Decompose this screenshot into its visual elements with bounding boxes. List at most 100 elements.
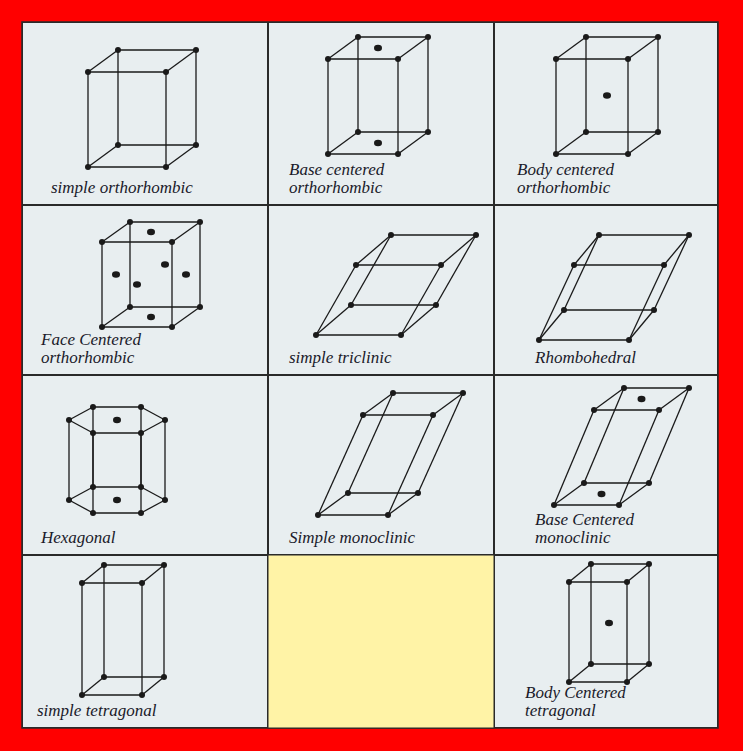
lattice-edge xyxy=(69,420,93,433)
lattice-point xyxy=(566,579,572,585)
lattice-point xyxy=(99,239,105,245)
lattice-point xyxy=(115,142,121,148)
lattice-point xyxy=(398,332,404,338)
lattice-edge xyxy=(328,132,358,154)
lattice-edge xyxy=(141,583,142,695)
lattice-drawing xyxy=(85,47,199,170)
lattice-point xyxy=(551,502,557,508)
lattice-edge xyxy=(591,563,649,564)
lattice-edge xyxy=(318,415,363,515)
lattice-point xyxy=(425,34,431,40)
lattice-edge xyxy=(164,420,165,500)
lattice-edge xyxy=(318,514,388,515)
lattice-edge xyxy=(556,132,586,154)
lattice-edge xyxy=(69,487,93,500)
lattice-cell: Simple monoclinic xyxy=(268,375,494,555)
lattice-label: simple tetragonal xyxy=(37,702,156,721)
lattice-edge xyxy=(436,235,476,305)
lattice-edge xyxy=(93,512,141,513)
lattice-point xyxy=(655,129,661,135)
lattice-label: Face Centered orthorhombic xyxy=(41,331,231,368)
lattice-edge xyxy=(569,581,627,582)
lattice-edge xyxy=(141,407,165,420)
lattice-edge xyxy=(648,564,649,664)
lattice-edge xyxy=(356,235,391,265)
lattice-edge xyxy=(328,58,398,59)
lattice-drawing xyxy=(553,34,661,157)
lattice-point xyxy=(460,390,466,396)
lattice-point xyxy=(99,324,105,330)
lattice-edge xyxy=(654,235,689,310)
lattice-cell: Face Centered orthorhombic xyxy=(22,205,268,375)
lattice-label: Body centered orthorhombic xyxy=(517,161,677,198)
centering-point xyxy=(147,229,155,236)
lattice-point xyxy=(561,307,567,313)
lattice-point xyxy=(79,692,85,698)
lattice-label: Hexagonal xyxy=(41,529,116,548)
lattice-edge xyxy=(142,677,164,695)
centering-point xyxy=(598,491,606,498)
lattice-point xyxy=(395,56,401,62)
lattice-point xyxy=(345,490,351,496)
lattice-point xyxy=(79,580,85,586)
lattice-edge xyxy=(140,407,141,487)
lattice-cell: Body Centered tetragonal xyxy=(494,555,718,728)
lattice-point xyxy=(348,302,354,308)
lattice-edge xyxy=(103,565,104,677)
lattice-point xyxy=(163,164,169,170)
lattice-edge xyxy=(539,265,574,340)
lattice-point xyxy=(473,232,479,238)
lattice-cell: Body centered orthorhombic xyxy=(494,22,718,205)
lattice-edge xyxy=(555,59,556,154)
lattice-point xyxy=(581,480,587,486)
lattice-edge xyxy=(93,432,141,433)
lattice-point xyxy=(388,232,394,238)
lattice-edge xyxy=(629,265,664,340)
centering-point xyxy=(147,314,155,321)
lattice-point xyxy=(360,412,366,418)
lattice-point xyxy=(138,484,144,490)
lattice-drawing xyxy=(536,232,692,343)
lattice-point xyxy=(197,219,203,225)
lattice-label: Rhombohedral xyxy=(535,349,636,368)
lattice-point xyxy=(651,307,657,313)
lattice-point xyxy=(169,324,175,330)
lattice-edge xyxy=(391,234,476,235)
centering-point xyxy=(112,271,120,278)
lattice-edge xyxy=(657,37,658,132)
lattice-edge xyxy=(316,265,356,335)
lattice-label: Body Centered tetragonal xyxy=(525,684,695,721)
lattice-edge xyxy=(88,166,166,167)
lattice-edge xyxy=(586,36,658,37)
lattice-point xyxy=(139,692,145,698)
lattice-edge xyxy=(584,482,649,483)
lattice-point xyxy=(625,56,631,62)
lattice-point xyxy=(621,385,627,391)
lattice-point xyxy=(656,407,662,413)
lattice-point xyxy=(616,502,622,508)
centering-point xyxy=(374,140,382,147)
lattice-edge xyxy=(69,500,93,513)
centering-point xyxy=(113,497,121,504)
lattice-edge xyxy=(599,234,689,235)
lattice-drawing xyxy=(325,34,431,157)
lattice-edge xyxy=(554,410,594,505)
lattice-edge xyxy=(171,242,172,327)
lattice-point xyxy=(553,56,559,62)
lattice-point xyxy=(325,151,331,157)
lattice-edge xyxy=(594,409,659,410)
panel-background xyxy=(22,22,718,728)
lattice-point xyxy=(313,332,319,338)
lattice-edge xyxy=(82,677,104,695)
lattice-edge xyxy=(356,264,441,265)
centering-point xyxy=(161,261,169,268)
lattice-edge xyxy=(92,407,93,487)
lattice-point xyxy=(686,232,692,238)
lattice-edge xyxy=(569,664,591,682)
lattice-point xyxy=(138,430,144,436)
lattice-point xyxy=(536,337,542,343)
lattice-cell: simple triclinic xyxy=(268,205,494,375)
lattice-edge xyxy=(81,583,82,695)
